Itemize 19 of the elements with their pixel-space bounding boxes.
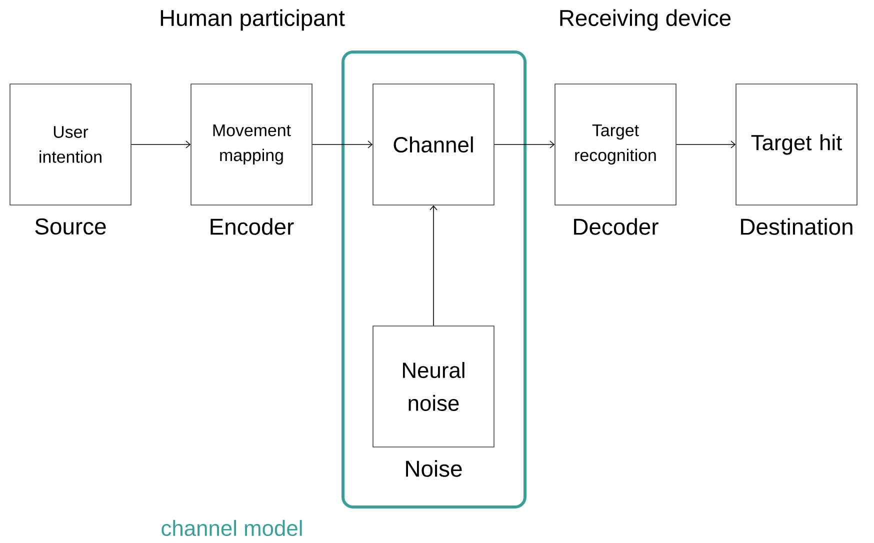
group-label: channel model	[162, 520, 302, 536]
arrow	[131, 140, 191, 148]
process-box: Channel	[372, 84, 494, 206]
arrow	[430, 205, 438, 326]
process-box: Target hit	[736, 84, 858, 206]
arrow	[676, 140, 736, 148]
heading: Receiving device	[560, 9, 731, 31]
box-caption: Encoder	[210, 218, 294, 235]
arrow	[312, 140, 373, 148]
process-box: Movement mapping	[190, 84, 312, 206]
process-box: User intention	[10, 84, 132, 206]
box-caption: Source	[35, 218, 106, 235]
arrow	[494, 140, 555, 148]
process-box: Target recognition	[554, 84, 676, 206]
heading: Human participant	[160, 9, 345, 31]
box-caption: Noise	[406, 460, 462, 477]
box-caption: Destination	[741, 218, 852, 235]
process-box: Neural noise	[372, 326, 494, 448]
box-caption: Decoder	[574, 218, 658, 235]
